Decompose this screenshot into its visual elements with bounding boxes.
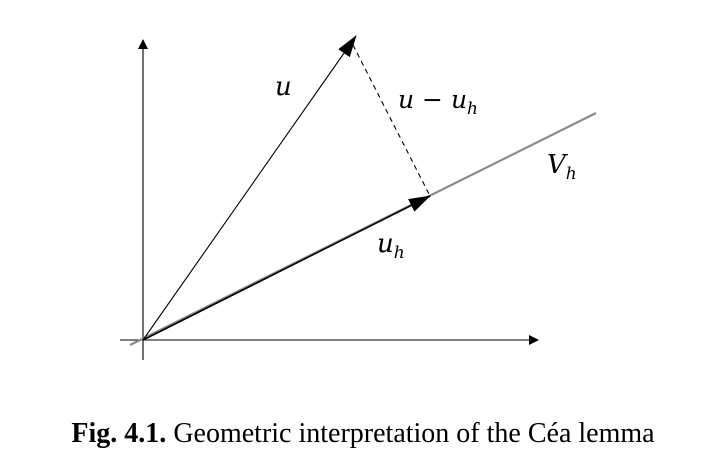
figure-caption-text: Geometric interpretation of the Céa lemm… bbox=[173, 418, 655, 449]
label-vh-main: V bbox=[547, 150, 568, 180]
label-vh-sub: h bbox=[566, 164, 577, 184]
label-u-minus-uh-main: u − u bbox=[398, 85, 467, 114]
label-u-main: u bbox=[275, 72, 292, 102]
label-u-minus-uh: u − uh bbox=[398, 85, 478, 119]
cea-lemma-diagram: u u − uh Vh uh bbox=[120, 35, 597, 360]
vector-uh bbox=[142, 195, 431, 341]
label-u-minus-uh-sub: h bbox=[467, 99, 478, 119]
figure-caption: Fig. 4.1. Geometric interpretation of th… bbox=[0, 418, 726, 450]
label-uh: uh bbox=[377, 229, 405, 263]
vector-u bbox=[142, 35, 357, 341]
label-u: u bbox=[275, 72, 292, 102]
error-vector-dashed bbox=[352, 44, 431, 197]
label-uh-main: u bbox=[377, 229, 394, 259]
figure-number: Fig. 4.1. bbox=[71, 418, 167, 449]
label-vh: Vh bbox=[547, 150, 577, 184]
label-uh-sub: h bbox=[394, 243, 405, 263]
